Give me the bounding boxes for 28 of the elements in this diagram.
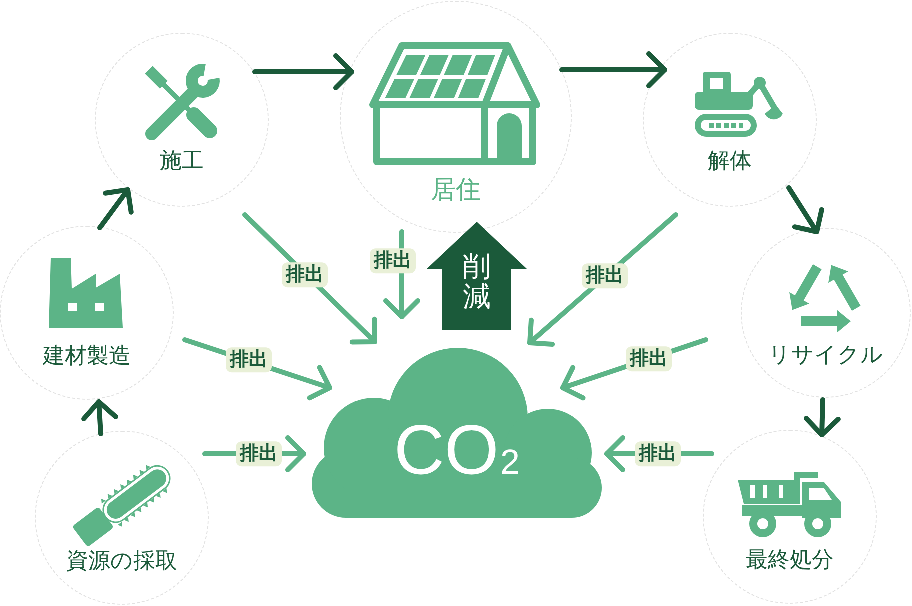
stage-label: 解体: [708, 149, 752, 176]
edge-label: 排出: [236, 442, 282, 466]
edge-label: 排出: [226, 348, 272, 372]
stage-label: 居住: [431, 174, 481, 204]
stage-circle: [340, 1, 572, 233]
arrow: [98, 188, 134, 230]
stage-circle: [643, 33, 817, 207]
stage-circle: [95, 33, 269, 207]
arrow: [252, 54, 354, 90]
edge-label: 排出: [370, 248, 416, 274]
stage-label: 建材製造: [43, 344, 131, 371]
stage-label: 資源の採取: [66, 549, 178, 576]
edge-label: 排出: [582, 264, 628, 288]
arrow: [82, 400, 118, 436]
arrow: [786, 186, 824, 234]
stage-circle: [35, 431, 209, 605]
stage-circle: [741, 228, 911, 398]
edge-label: 削減: [463, 252, 491, 312]
stage-circle: [0, 226, 174, 400]
edge-label: 排出: [626, 346, 672, 372]
stage-circle: [703, 430, 877, 604]
arrow: [560, 52, 668, 88]
arrow: [804, 398, 841, 438]
edge-label: 排出: [635, 442, 681, 466]
stage-label: リサイクル: [768, 343, 884, 370]
stage-label: 最終処分: [746, 548, 834, 575]
edge-label: 排出: [282, 262, 328, 288]
stage-label: 施工: [160, 149, 204, 176]
